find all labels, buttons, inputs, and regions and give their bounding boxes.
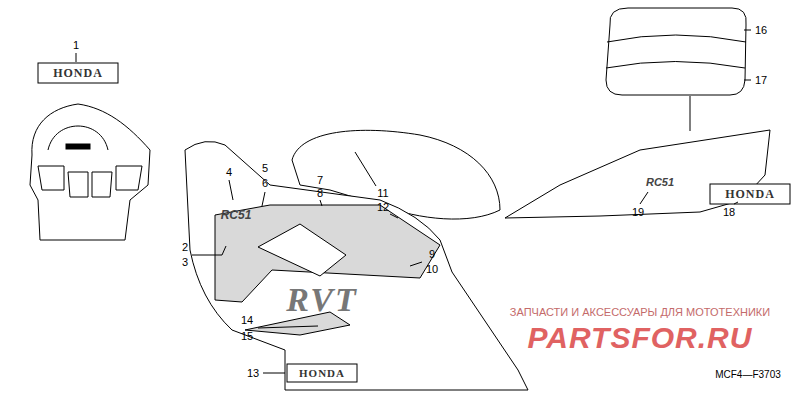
leader-lines xyxy=(76,30,751,373)
headlight xyxy=(68,172,88,197)
callout-number: 17 xyxy=(755,75,767,86)
stripe-window xyxy=(258,224,346,276)
callout-number: 6 xyxy=(262,178,268,189)
model-logo: RVT xyxy=(286,283,358,317)
callout-number: 10 xyxy=(426,264,438,275)
emblem-outline xyxy=(287,364,357,382)
callout-number: 14 xyxy=(241,315,253,326)
headlight xyxy=(38,166,64,190)
callout-number: 3 xyxy=(182,257,188,268)
callout-number: 19 xyxy=(632,207,644,218)
figure-code: MCF4—F3703 xyxy=(715,370,781,380)
emblem-text: HONDA xyxy=(53,67,103,79)
leader-line xyxy=(690,96,691,131)
seat-cowl xyxy=(606,8,746,95)
windscreen xyxy=(48,126,108,150)
callout-number: 1 xyxy=(73,40,79,51)
callout-number: 16 xyxy=(755,25,767,36)
seat-band xyxy=(607,35,746,42)
model-logo: RC51 xyxy=(646,177,674,188)
callout-number: 7 xyxy=(317,175,323,186)
seat-band xyxy=(606,62,745,69)
emblem-text: HONDA xyxy=(725,188,775,200)
front-slot xyxy=(66,144,90,149)
tail-cowl xyxy=(505,130,770,218)
headlight xyxy=(116,166,142,190)
callout-number: 13 xyxy=(247,368,259,379)
watermark: ЗАПЧАСТИ И АКСЕССУАРЫ ДЛЯ МОТОТЕХНИКИ xyxy=(510,307,770,318)
emblem-outline xyxy=(710,184,790,204)
watermark: PARTSFOR.RU xyxy=(528,323,753,353)
model-logo: RC51 xyxy=(221,209,252,221)
callout-number: 12 xyxy=(377,202,389,213)
headlight xyxy=(92,172,112,197)
callout-number: 5 xyxy=(262,163,268,174)
callout-number: 8 xyxy=(317,188,323,199)
emblem-outline xyxy=(38,63,118,83)
callout-number: 11 xyxy=(377,188,388,199)
callout-number: 18 xyxy=(723,207,735,218)
side-fairing xyxy=(185,141,528,390)
callout-number: 15 xyxy=(241,331,253,342)
callout-number: 4 xyxy=(226,167,232,178)
callout-number: 9 xyxy=(429,249,435,260)
front-fairing xyxy=(30,104,150,240)
callout-number: 2 xyxy=(182,242,188,253)
emblem-text: HONDA xyxy=(299,368,345,379)
